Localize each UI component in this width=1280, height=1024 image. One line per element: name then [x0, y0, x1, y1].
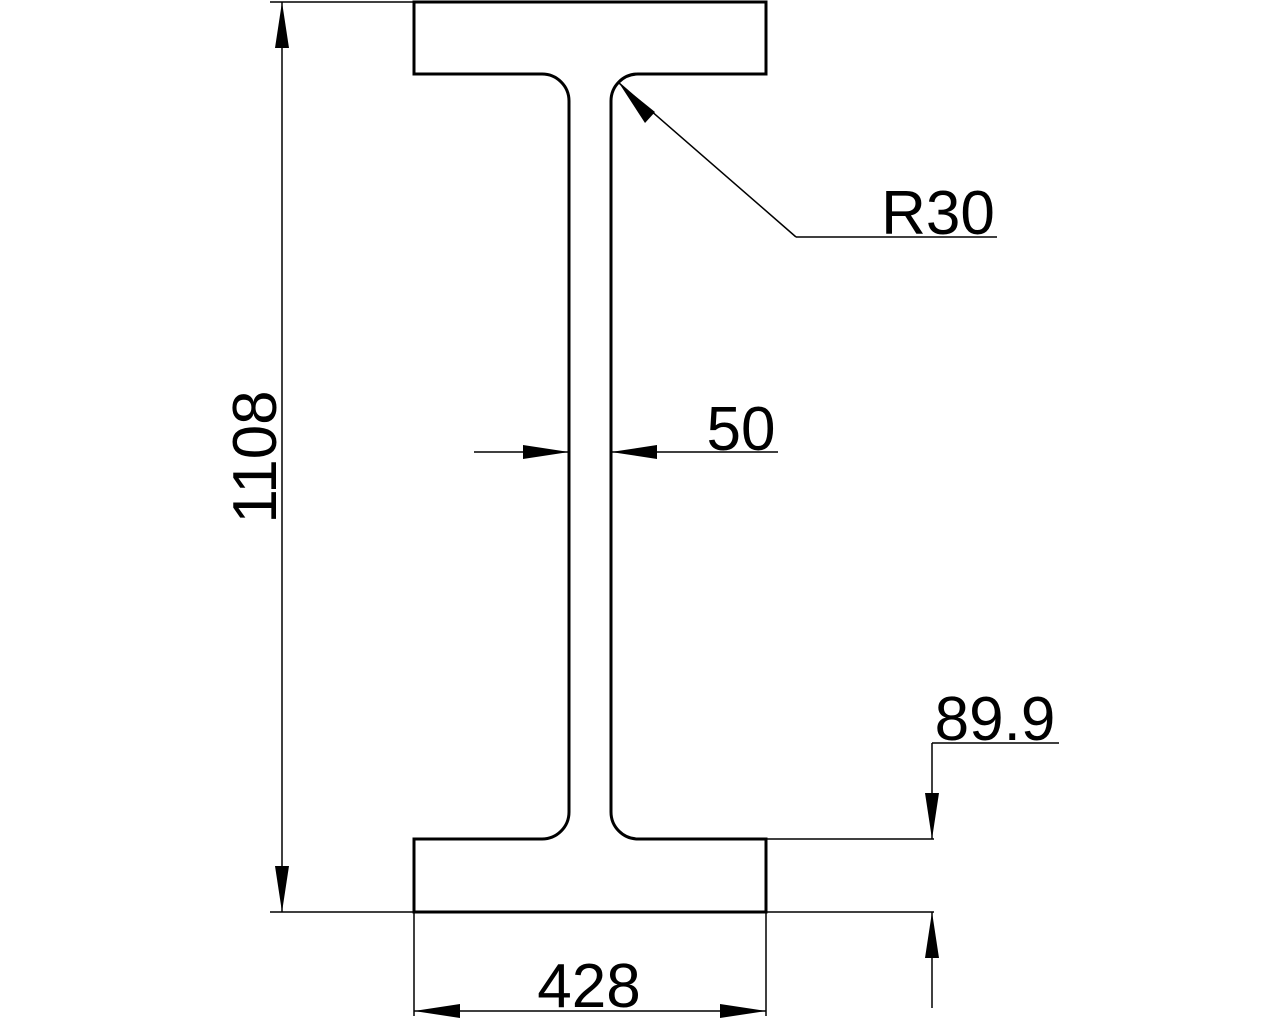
- web-arrow-right: [611, 445, 657, 459]
- width-arrow-left: [414, 1004, 460, 1018]
- flange-arrow-top: [925, 793, 939, 839]
- radius-leader: R30: [618, 82, 997, 248]
- flange-dimension: 89.9: [766, 685, 1059, 1008]
- height-arrow-top: [275, 2, 289, 48]
- height-label: 1108: [221, 390, 290, 523]
- radius-label: R30: [881, 179, 995, 248]
- flange-arrow-bottom: [925, 912, 939, 958]
- web-arrow-left: [523, 445, 569, 459]
- web-label: 50: [707, 395, 776, 464]
- web-dimension: 50: [474, 395, 778, 464]
- flange-label: 89.9: [935, 685, 1056, 754]
- width-dimension: 428: [413, 912, 767, 1021]
- width-arrow-right: [720, 1004, 766, 1018]
- width-label: 428: [537, 952, 640, 1021]
- radius-arrow: [619, 83, 655, 123]
- height-arrow-bottom: [275, 866, 289, 912]
- height-dimension: 1108: [221, 1, 414, 913]
